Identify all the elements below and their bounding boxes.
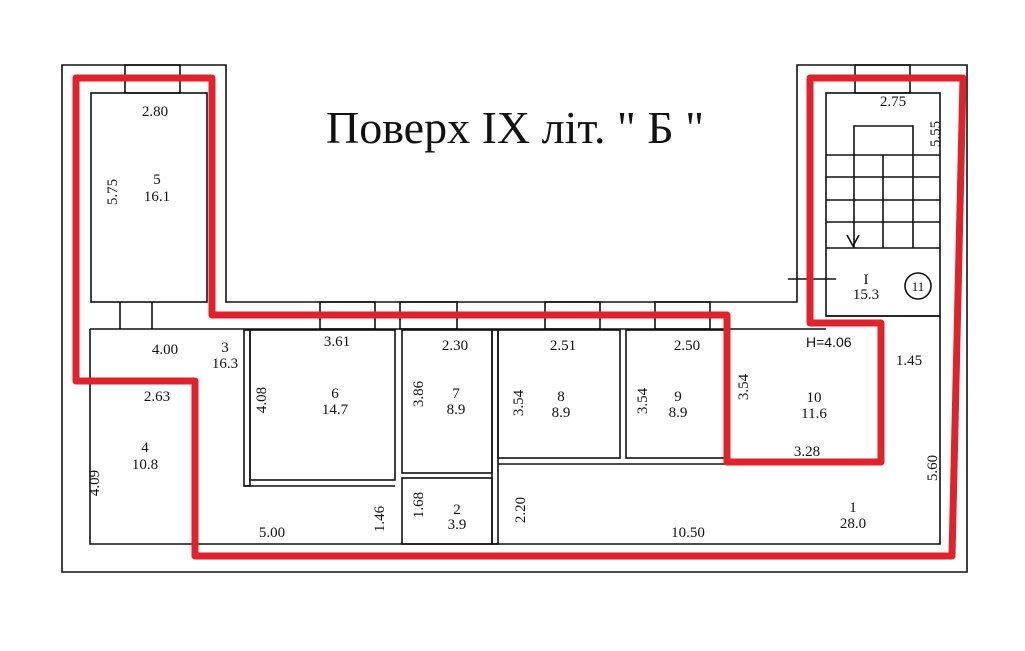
- dim: 2.63: [144, 389, 170, 405]
- room-9-area: 8.9: [669, 405, 688, 421]
- room-9-number: 9: [674, 389, 682, 405]
- outer-wall: [61, 64, 968, 573]
- room-5-area: 16.1: [144, 189, 170, 205]
- room-5-wall: [90, 92, 208, 303]
- room-7-area: 8.9: [447, 402, 466, 418]
- dim: 1.45: [896, 353, 922, 369]
- room-8-area: 8.9: [552, 405, 571, 421]
- height-note: H=4.06: [806, 334, 852, 350]
- dim: 4.00: [152, 342, 178, 358]
- highlight-outline: [72, 74, 967, 560]
- dim: 4.09: [87, 470, 103, 496]
- dim: 5.75: [105, 179, 121, 205]
- dim: 5.55: [928, 121, 944, 147]
- stair-area: 15.3: [853, 287, 879, 303]
- room-6-number: 6: [331, 386, 339, 402]
- room-5-number: 5: [153, 172, 161, 188]
- dim: 2.80: [142, 104, 168, 120]
- room-6-area: 14.7: [322, 402, 349, 418]
- room-labels: 5 16.1 3 16.3 4 10.8 6 14.7 7 8.9 8 8.9 …: [132, 172, 924, 533]
- room-3-number: 3: [221, 340, 229, 356]
- stair-tag: 11: [912, 279, 925, 294]
- dim: 3.86: [411, 380, 427, 407]
- room-1-number: 1: [849, 500, 857, 516]
- dim: 1.68: [411, 492, 427, 518]
- dim: 4.08: [254, 387, 270, 413]
- room-3-area: 16.3: [212, 356, 238, 372]
- dim: 3.54: [511, 389, 527, 416]
- dim: 2.50: [674, 338, 700, 354]
- plan-title: Поверх IX літ. " Б ": [326, 102, 704, 153]
- room-10-number: 10: [807, 390, 822, 406]
- dim: 5.00: [259, 525, 285, 541]
- room-10-area: 11.6: [801, 406, 827, 422]
- dim: 2.30: [442, 338, 468, 354]
- dim: 1.46: [372, 505, 388, 532]
- dim: 2.51: [550, 338, 576, 354]
- room-1-area: 28.0: [840, 516, 866, 532]
- dim: 2.75: [880, 94, 906, 110]
- dim: 3.54: [635, 387, 651, 414]
- room-4-number: 4: [141, 440, 149, 456]
- room-2-number: 2: [453, 502, 461, 518]
- dim: 3.54: [736, 373, 752, 400]
- room-7-number: 7: [452, 386, 460, 402]
- room-2-area: 3.9: [448, 517, 467, 533]
- stair-icon: [788, 92, 941, 317]
- dim: 3.28: [794, 444, 820, 460]
- stair-number: I: [864, 272, 869, 288]
- dimensions: 2.80 4.00 2.63 3.61 2.30 2.51 2.50 3.28 …: [87, 94, 944, 541]
- dim: 5.60: [925, 455, 941, 481]
- dim: 10.50: [671, 525, 705, 541]
- room-8-wall: [497, 329, 621, 459]
- room-8-number: 8: [557, 389, 565, 405]
- dim: 2.20: [513, 497, 529, 523]
- room-4-area: 10.8: [132, 457, 158, 473]
- room-walls: [80, 92, 726, 545]
- dim: 3.61: [324, 334, 350, 350]
